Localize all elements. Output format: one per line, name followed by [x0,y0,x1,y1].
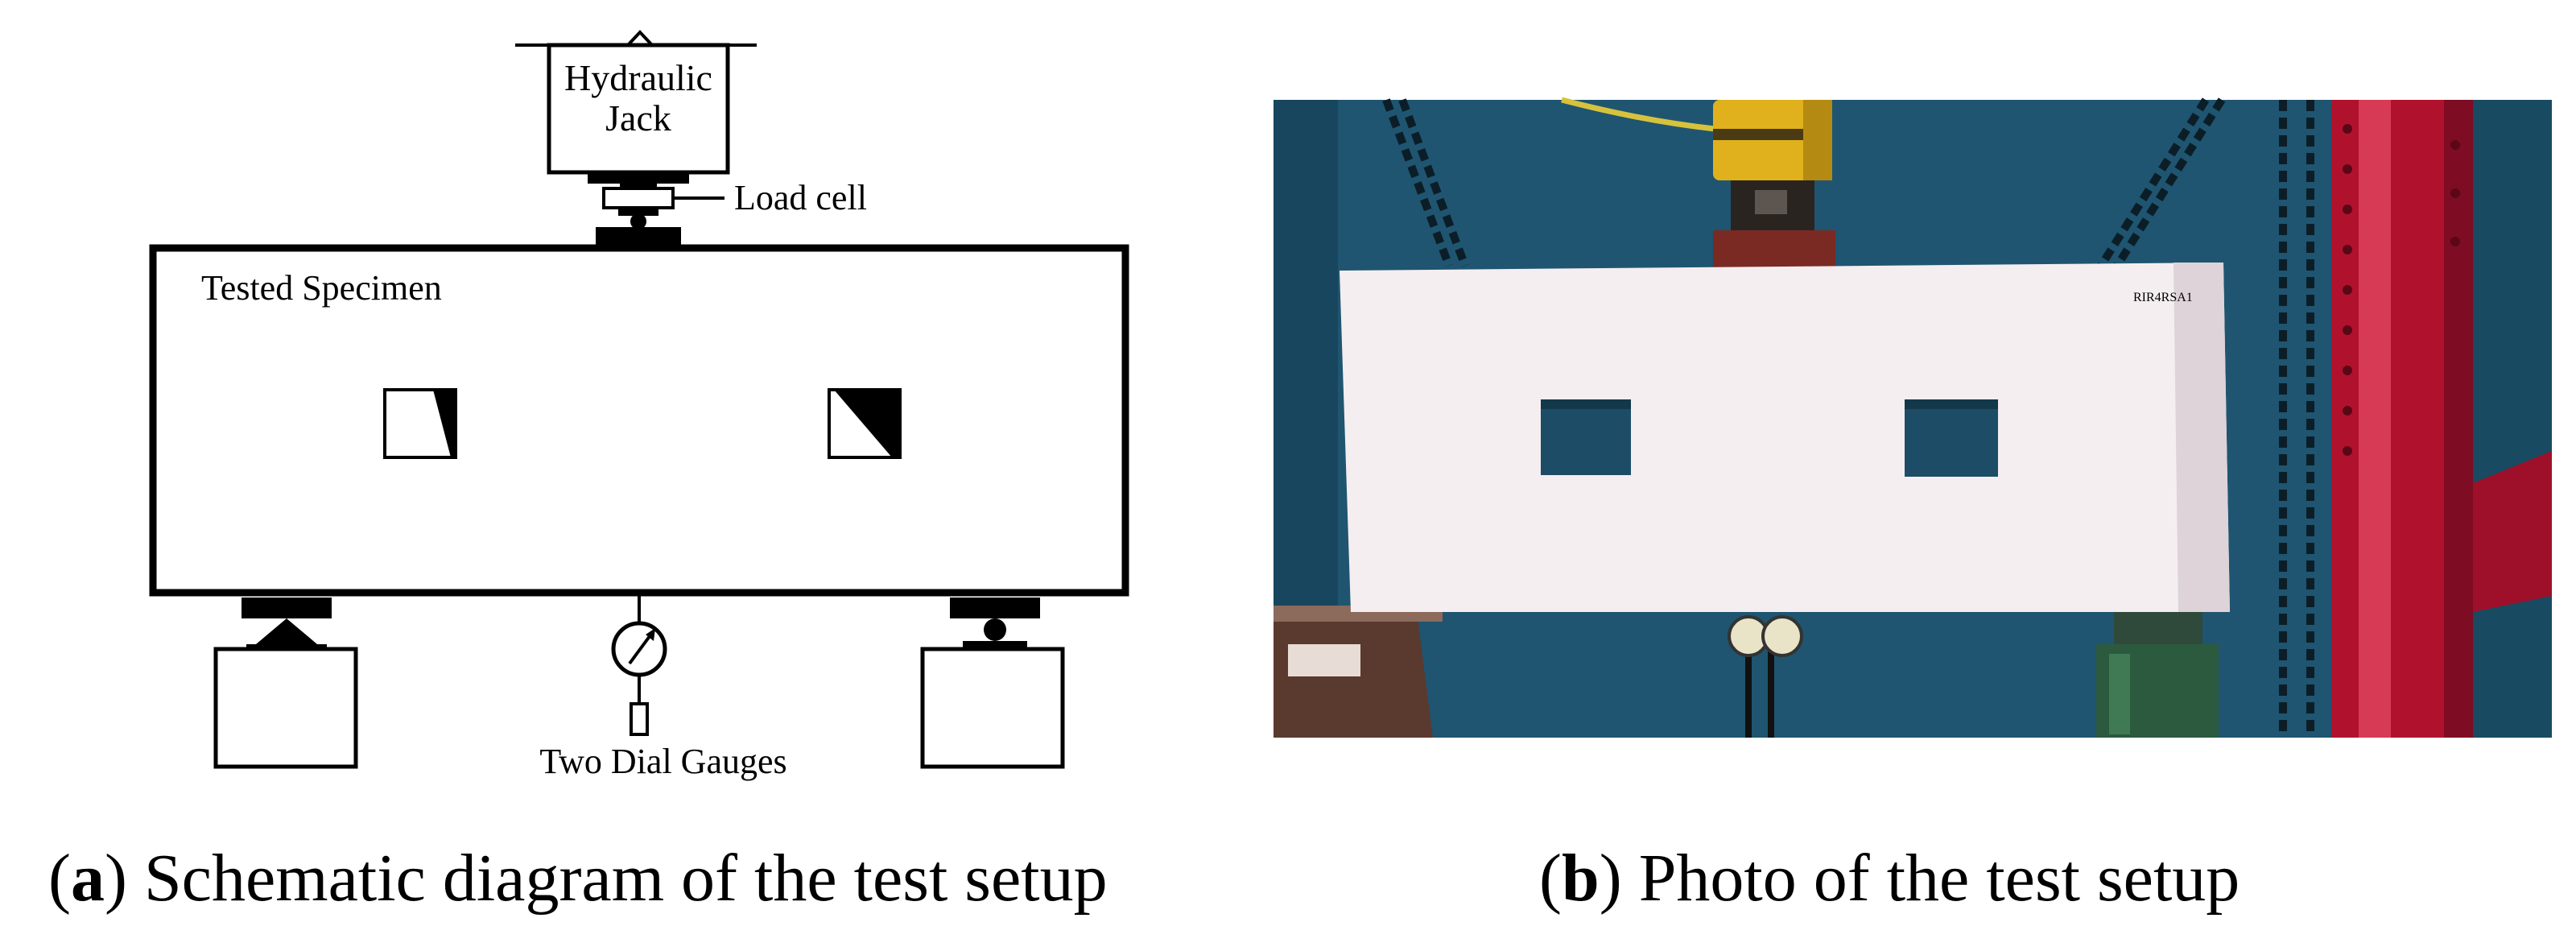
red-frame-brace [2473,451,2552,612]
photo-load-cell-highlight [1755,190,1787,214]
photo-specimen-shadow [2174,263,2230,612]
caption-a-close-paren: ) [105,841,127,916]
caption-b-close-paren: ) [1600,841,1622,916]
specimen-mark: RIR4RSA1 [2133,291,2193,304]
left-support-block [213,647,358,769]
left-support [213,598,358,769]
red-frame-column-highlight [2359,100,2391,738]
right-support [920,598,1065,769]
photo-left-opening [1541,399,1631,475]
specimen-label: Tested Specimen [201,268,442,308]
jack-ram-plate [588,172,689,184]
left-web-opening [383,388,457,459]
photo-dial-gauge-right [1761,615,1803,657]
left-pin-support [256,618,317,644]
dial-gauge-needle-tip [646,628,655,641]
jack-label-line1: Hydraulic [564,57,712,98]
load-cell-label: Load cell [734,178,867,217]
right-web-opening [828,388,902,459]
load-cell-base [618,208,658,216]
photo-dial-gauges [1728,615,1803,738]
left-opening-crack-fill [433,390,456,457]
photo-right-opening-shade [1905,399,1998,409]
hydraulic-hose [1561,97,1715,132]
load-ball [630,213,646,230]
caption-a-text: Schematic diagram of the test setup [127,841,1108,916]
right-roller [984,618,1006,641]
photo-background-shade-right [2471,100,2552,738]
right-support-block [920,647,1065,769]
caption-b: (b) Photo of the test setup [1539,841,2240,916]
load-cell [602,187,675,209]
dial-gauge-needle [628,631,654,665]
jack-label-line2: Jack [605,97,671,139]
left-bearing-plate [242,598,332,618]
caption-b-text: Photo of the test setup [1622,841,2240,916]
schematic-diagram: Hydraulic Jack Load cell Tested Specimen [149,30,1129,781]
caption-b-letter: b [1562,841,1600,916]
caption-a: (a) Schematic diagram of the test setup [48,841,1108,916]
dial-gauges-label: Two Dial Gauges [539,742,786,781]
frame-bolt-holes [2343,124,2460,456]
right-opening-crack-fill [834,390,900,457]
right-bearing-plate [950,598,1040,618]
photo-loading-plate [1713,230,1835,267]
red-frame-column-shadow [2444,100,2473,738]
photo-jack-band [1713,129,1832,140]
support-chains [1382,97,2314,738]
tested-specimen [149,244,1129,597]
test-setup-photo: RIR4RSA1 [1274,97,2552,738]
caption-a-open-paren: ( [48,841,71,916]
photo-left-opening-shade [1541,399,1631,409]
dial-gauge-plunger [630,702,649,736]
photo-right-support-highlight [2109,654,2130,734]
left-bench-paper [1288,644,1360,676]
photo-right-support-head [2114,612,2202,644]
caption-a-letter: a [71,841,105,916]
dial-gauge [611,593,667,736]
photo-right-opening [1905,399,1998,477]
photo-specimen-beam [1340,263,2230,612]
photo-jack-shadow [1803,100,1832,180]
caption-b-open-paren: ( [1539,841,1562,916]
